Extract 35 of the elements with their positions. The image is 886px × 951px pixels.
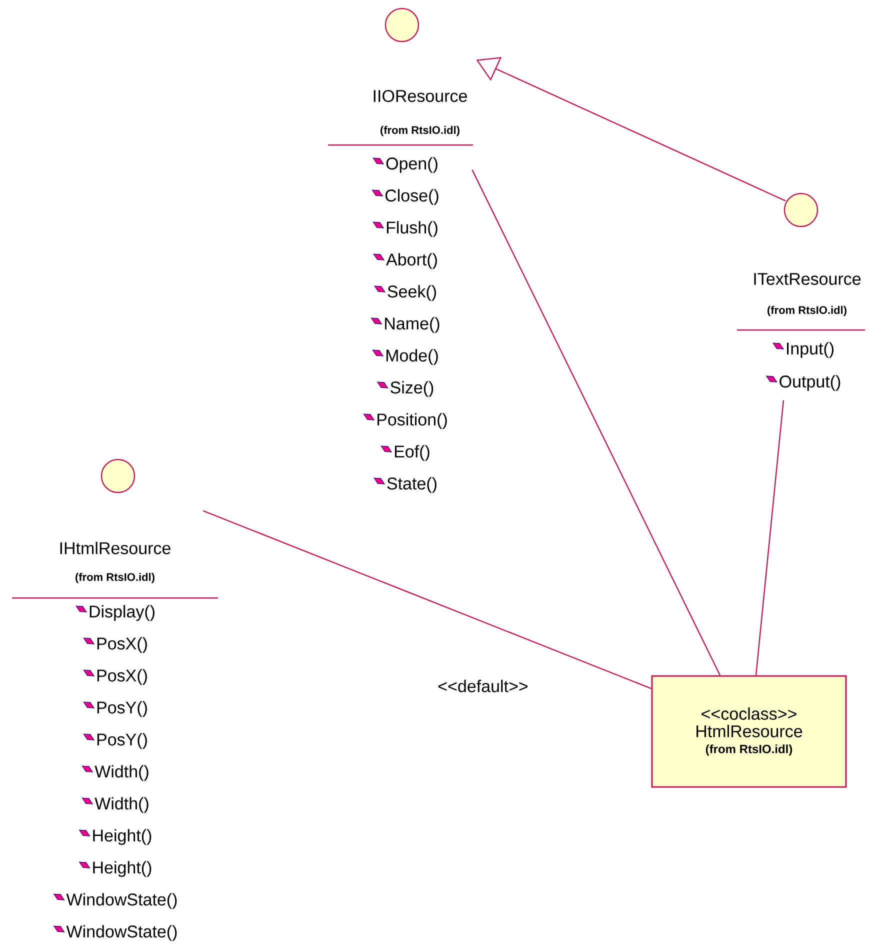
- method-name: Name(): [385, 317, 440, 333]
- method-name: WindowState(): [66, 893, 177, 909]
- method-name: PosX(): [97, 637, 147, 653]
- package-note: (from RtsIO.idl): [768, 306, 846, 316]
- edge-label: <<default>>: [438, 680, 528, 692]
- method-name: Position(): [378, 413, 447, 429]
- method-name: State(): [387, 477, 436, 493]
- class-box: <<coclass>> HtmlResource (from RtsIO.idl): [651, 675, 847, 788]
- package-note: (from RtsIO.idl): [76, 572, 154, 584]
- method-name: Abort(): [386, 253, 437, 269]
- method-name: Mode(): [386, 349, 438, 365]
- method-name: Flush(): [386, 221, 438, 237]
- method-name: WindowState(): [66, 925, 177, 941]
- method-name: Width(): [94, 797, 148, 813]
- package-note: (from RtsIO.idl): [380, 126, 460, 136]
- association-line: [755, 400, 784, 676]
- method-name: PosX(): [97, 669, 147, 685]
- association-line: [472, 170, 721, 676]
- method-name: Size(): [390, 381, 434, 397]
- method-name: Output(): [780, 375, 840, 391]
- method-name: Eof(): [394, 445, 430, 461]
- method-name: PosY(): [97, 733, 147, 749]
- association-line: [202, 510, 652, 690]
- method-name: Height(): [93, 861, 152, 877]
- method-name: Height(): [93, 829, 152, 845]
- method-name: PosY(): [97, 701, 147, 717]
- method-name: Width(): [94, 765, 148, 781]
- interface-name: IIOResource: [374, 90, 467, 102]
- interface-name: IHtmlResource: [60, 542, 170, 554]
- method-name: Input(): [787, 342, 834, 358]
- method-name: Display(): [90, 605, 154, 621]
- method-name: Seek(): [388, 285, 436, 301]
- method-name: Open(): [386, 157, 438, 173]
- method-name: Close(): [385, 189, 438, 205]
- interface-name: ITextResource: [754, 273, 861, 285]
